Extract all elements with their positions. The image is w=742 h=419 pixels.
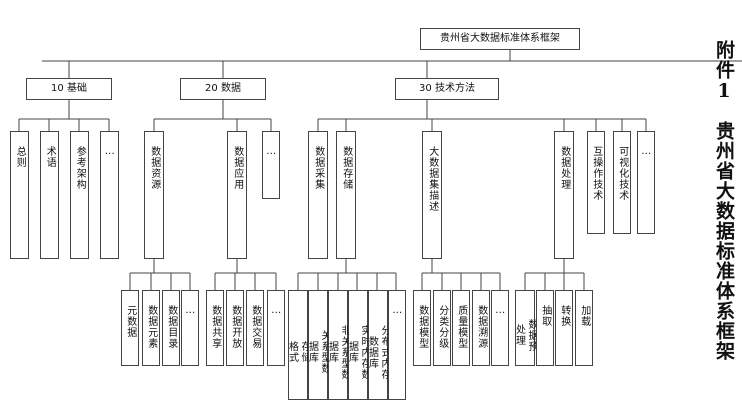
node-big-dataset-description: 大数据集描述 — [422, 131, 442, 259]
root-node: 贵州省大数据标准体系框架 — [420, 28, 580, 50]
node-data-element: 数据元素 — [142, 290, 160, 366]
node-load: 加载 — [575, 290, 593, 366]
node-reference-architecture: 参考架构 — [70, 131, 89, 259]
node-realtime-inmemory-db: 实时内存数据库 — [347, 290, 370, 400]
level1-tech-methods: 30 技术方法 — [395, 78, 499, 100]
node-storage-format: 存储格式 — [287, 290, 310, 400]
node-dataset-more: … — [491, 290, 509, 366]
node-data-sharing: 数据共享 — [206, 290, 224, 366]
level1-foundation: 10 基础 — [26, 78, 112, 100]
node-general-principles: 总则 — [10, 131, 29, 259]
node-data-resources: 数据资源 — [144, 131, 164, 259]
node-terminology: 术语 — [40, 131, 59, 259]
side-title: 附件1 贵州省大数据标准体系框架 — [704, 40, 738, 410]
node-preprocessing: 数据预处理 — [514, 290, 537, 366]
node-transform: 转换 — [555, 290, 573, 366]
node-data-model: 数据模型 — [413, 290, 431, 366]
node-data-catalog: 数据目录 — [162, 290, 180, 366]
node-classification-grading: 分类分级 — [433, 290, 451, 366]
node-data-more: … — [262, 131, 280, 199]
node-data-provenance: 数据溯源 — [472, 290, 490, 366]
node-extract: 抽取 — [536, 290, 554, 366]
side-title-prefix: 附件1 — [713, 40, 735, 103]
node-quality-model: 质量模型 — [452, 290, 470, 366]
node-data-collection: 数据采集 — [308, 131, 328, 259]
node-tech-more: … — [637, 131, 655, 234]
node-visualization: 可视化技术 — [613, 131, 631, 234]
node-relational-db: 关系型数据库 — [307, 290, 330, 400]
node-interoperability: 互操作技术 — [587, 131, 605, 234]
node-resource-more: … — [181, 290, 199, 366]
side-title-text: 贵州省大数据标准体系框架 — [713, 121, 735, 361]
node-data-opening: 数据开放 — [226, 290, 244, 366]
node-data-application: 数据应用 — [227, 131, 247, 259]
node-distributed-inmemory-db: 分布式内存数据库 — [367, 290, 390, 400]
node-application-more: … — [267, 290, 285, 366]
level1-data: 20 数据 — [180, 78, 266, 100]
node-data-trading: 数据交易 — [246, 290, 264, 366]
node-storage-more: … — [388, 290, 406, 400]
node-metadata: 元数据 — [121, 290, 139, 366]
node-nonrelational-db: 非关系型数据库 — [327, 290, 350, 400]
node-data-processing: 数据处理 — [554, 131, 574, 259]
node-foundation-more: … — [100, 131, 119, 259]
node-data-storage: 数据存储 — [336, 131, 356, 259]
